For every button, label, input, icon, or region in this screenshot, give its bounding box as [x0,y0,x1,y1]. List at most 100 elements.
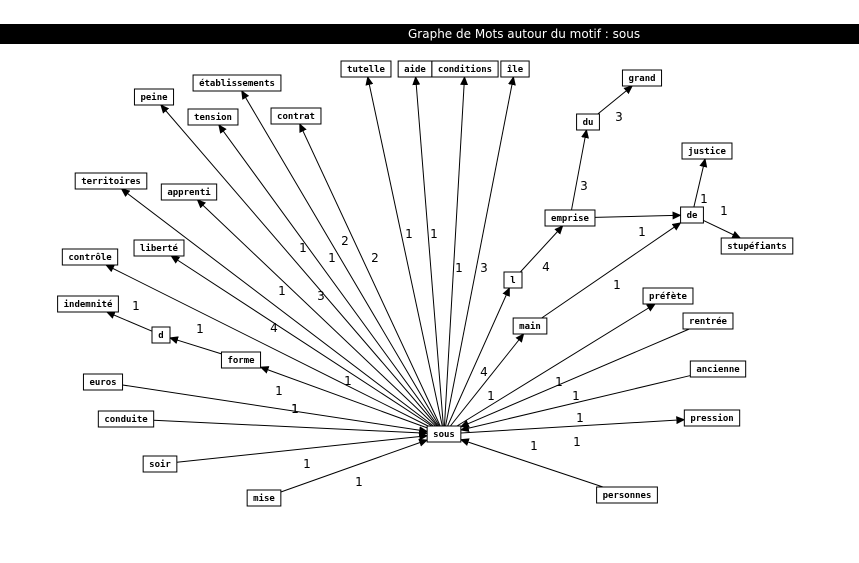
edge-weight-label: 1 [299,241,307,255]
node-label: stupéfiants [727,241,787,252]
edge-weight-label: 1 [572,389,580,403]
node-label: pression [690,413,733,424]
node-indemnite: indemnité [57,295,119,313]
node-box [431,60,499,78]
node-label: personnes [603,491,652,501]
edge-sous-peine [160,104,438,427]
edge-soir-sous [176,432,429,463]
edge-weight-label: 1 [487,389,495,403]
node-label: territoires [81,176,141,187]
node-label: contrôle [68,252,112,263]
node-box [187,108,239,126]
node-apprenti: apprenti [160,183,218,201]
node-ile: île [500,60,530,78]
node-box [142,455,178,473]
node-de: de [680,206,704,224]
node-box [192,74,282,92]
edge-sous-territoires [120,188,434,427]
node-box [596,486,658,504]
edge-sous-main [449,333,525,427]
node-du: du [576,113,600,131]
node-territoires: territoires [74,172,148,190]
node-contrat: contrat [270,107,322,125]
edge-forme-d [169,336,222,355]
node-box [160,183,218,201]
edge-sous-controle [105,264,429,427]
node-label: préfète [649,291,688,302]
edge-weight-label: 1 [303,457,311,471]
edge-weight-label: 1 [573,435,581,449]
edge-l-emprise [519,225,564,273]
node-justice: justice [681,142,733,160]
edge-weight-label: 1 [344,374,352,388]
node-label: conduite [104,414,148,425]
edge-weight-label: 2 [371,251,379,265]
edge-weight-label: 1 [291,402,299,416]
node-box [270,107,322,125]
edge-sous-liberte [170,255,433,427]
node-label: main [519,321,541,332]
node-prefete: préfète [642,287,694,305]
node-stupefiants: stupéfiants [720,237,794,255]
node-label: ancienne [696,364,740,375]
node-liberte: liberté [133,239,185,257]
edge-sous-tension [218,124,439,427]
node-d: d [151,326,171,344]
node-emprise: emprise [544,209,596,227]
node-box [97,410,155,428]
edge-sous-conditions [443,76,469,427]
edge-weight-label: 1 [405,227,413,241]
node-soir: soir [142,455,178,473]
node-box [74,172,148,190]
node-etablissements: établissements [192,74,282,92]
edge-d-indemnite [105,311,153,332]
node-label: liberté [140,243,179,254]
edge-emprise-du [571,129,589,211]
edge-weight-label: 1 [720,204,728,218]
edge-sous-forme [259,366,428,429]
edge-weight-label: 1 [275,384,283,398]
edge-sous-l [447,287,510,427]
node-pression: pression [683,409,741,427]
edge-weight-label: 1 [576,411,584,425]
node-box [220,351,262,369]
node-box [683,409,741,427]
node-box [512,317,548,335]
node-rentree: rentrée [682,312,734,330]
node-label: aide [404,64,426,75]
edge-sous-etablissements [241,90,440,427]
node-label: rentrée [689,316,728,327]
edge-weight-label: 1 [530,439,538,453]
graph-title: Graphe de Mots autour du motif : sous [408,27,641,41]
edge-mise-sous [280,438,429,493]
node-label: soir [149,459,171,470]
node-ancienne: ancienne [689,360,747,378]
title-bar: Graphe de Mots autour du motif : sous [0,24,859,44]
node-euros: euros [82,373,124,391]
edge-weight-label: 1 [700,192,708,206]
edge-weight-label: 4 [480,365,488,379]
node-box [500,60,530,78]
edge-sous-prefete [456,303,656,427]
edge-weight-label: 2 [341,234,349,248]
node-sous: sous [426,425,462,443]
edge-weight-label: 1 [613,278,621,292]
edge-emprise-de [594,211,682,220]
node-personnes: personnes [596,486,658,504]
edge-weight-label: 3 [580,179,588,193]
edge-sous-contrat [299,123,441,427]
node-aide: aide [397,60,433,78]
node-label: mise [253,493,275,504]
edge-weight-label: 3 [480,261,488,275]
node-conduite: conduite [97,410,155,428]
node-l: l [503,271,523,289]
node-label: l [510,276,515,286]
edge-sous-pression [460,416,686,434]
node-box [57,295,119,313]
node-label: justice [688,146,727,157]
edge-weight-label: 3 [317,289,325,303]
edge-weight-label: 1 [638,225,646,239]
node-box [680,206,704,224]
